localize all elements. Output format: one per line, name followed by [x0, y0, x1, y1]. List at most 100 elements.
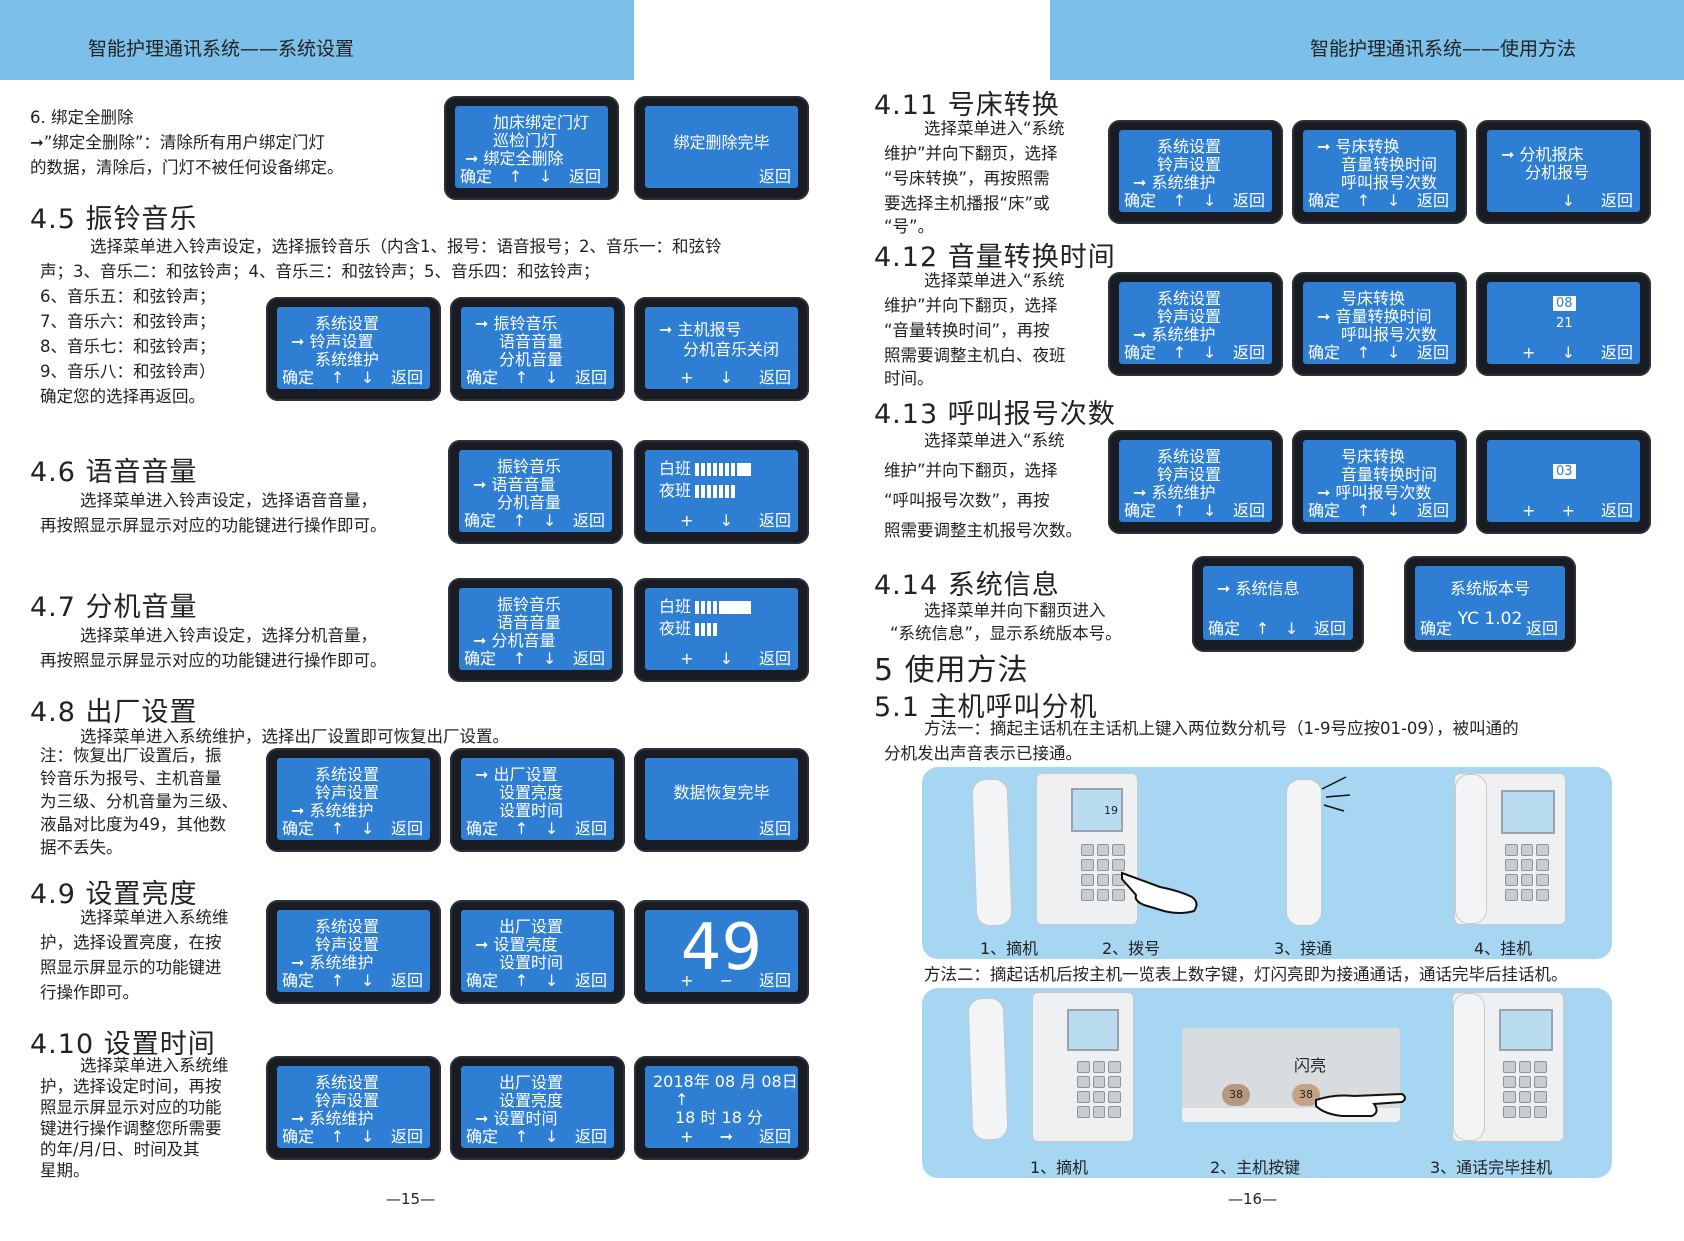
section-text: 选择菜单并向下翻页进入: [924, 601, 1106, 620]
up-arrow-icon: ↑: [514, 1127, 529, 1146]
section-text: 确定您的选择再返回。: [40, 387, 205, 406]
section-text: 维护”并向下翻页，选择: [884, 461, 1058, 480]
down-arrow-icon: ↓: [719, 368, 733, 387]
menu-item: 号床转换: [1341, 289, 1406, 308]
menu-item: 系统设置: [1157, 289, 1222, 308]
menu-item: 设置时间: [499, 801, 564, 820]
menu-item: 铃声设置: [315, 1091, 380, 1110]
section-text: 选择菜单进入“系统: [924, 271, 1065, 290]
handset-icon: [1453, 993, 1485, 1141]
back-label: 返回: [1600, 191, 1633, 210]
up-arrow-icon: ↑: [1356, 343, 1371, 362]
call-count-value: 03: [1553, 464, 1576, 479]
ok-label: 确定: [282, 368, 315, 387]
section-text: 选择菜单进入铃声设定，选择分机音量，: [80, 626, 377, 645]
volume-bar: [695, 463, 736, 476]
section-title-4-13: 4.13 呼叫报号次数: [874, 399, 1116, 430]
up-arrow-icon: ↑: [1172, 343, 1187, 362]
menu-item: 分机音量: [497, 493, 562, 512]
plus-icon: +: [1522, 501, 1536, 520]
console-button-lit: 38: [1292, 1084, 1320, 1106]
lcd-screen: ➞ 系统信息 确定↑↓返回: [1192, 556, 1364, 652]
menu-item: 系统维护: [315, 350, 380, 369]
down-arrow-icon: ↓: [1202, 191, 1217, 210]
down-arrow-icon: ↓: [360, 971, 375, 990]
section-text: 选择菜单进入“系统: [924, 119, 1065, 138]
version-number: YC 1.02: [1457, 609, 1523, 629]
back-label: 返回: [1416, 191, 1449, 210]
menu-item: 铃声设置: [1157, 465, 1222, 484]
back-label: 返回: [1313, 619, 1346, 638]
back-label: 返回: [568, 167, 601, 186]
back-label: 返回: [1232, 501, 1265, 520]
section-text: 照需要调整主机报号次数。: [884, 521, 1082, 540]
menu-item: 系统设置: [315, 1073, 380, 1092]
lcd-screen: ➞ 主机报号 分机音乐关闭 +↓返回: [634, 297, 809, 401]
method-two-text: 方法二：摘起话机后按主机一览表上数字键，灯闪亮即为接通通话，通话完毕后挂话机。: [924, 965, 1568, 984]
menu-item: 系统设置: [1157, 447, 1222, 466]
section-text: 行操作即可。: [40, 983, 139, 1002]
menu-item: 分机音乐关闭: [683, 340, 780, 359]
down-arrow-icon: ↓: [542, 511, 557, 530]
ok-label: 确定: [282, 1127, 315, 1146]
ok-label: 确定: [282, 819, 315, 838]
menu-item-selected: ➞ 呼叫报号次数: [1317, 483, 1432, 502]
section-text: 液晶对比度为49，其他数: [40, 815, 226, 834]
up-arrow-icon: ↑: [1255, 619, 1270, 638]
keypad-icon: [1503, 1061, 1547, 1118]
time-display: 18 时 18 分: [675, 1108, 763, 1127]
menu-item: 铃声设置: [315, 935, 380, 954]
section-text: 注：恢复出厂设置后，振: [40, 746, 222, 765]
back-label: 返回: [1525, 619, 1558, 638]
step-caption: 1、摘机: [980, 939, 1039, 958]
delete-binding-line-1: ➞”绑定全删除”：清除所有用户绑定门灯: [30, 133, 325, 152]
section-title-4-5: 4.5 振铃音乐: [30, 204, 198, 235]
ok-label: 确定: [1124, 191, 1157, 210]
section-title-4-10: 4.10 设置时间: [30, 1029, 216, 1060]
night-volume-row: 夜班: [659, 482, 736, 500]
section-text: 照需要调整主机白、夜班: [884, 346, 1066, 365]
lcd-screen: 03 ++返回: [1476, 430, 1651, 534]
ok-label: 确定: [1208, 619, 1241, 638]
down-arrow-icon: ↓: [1561, 191, 1575, 210]
back-label: 返回: [1600, 343, 1633, 362]
section-title-4-11: 4.11 号床转换: [874, 90, 1060, 121]
handset-icon: [1286, 779, 1322, 926]
section-text: 照显示屏显示的功能键进: [40, 958, 222, 977]
down-arrow-icon: ↓: [1202, 343, 1217, 362]
section-text: 选择菜单进入系统维护，选择出厂设置即可恢复出厂设置。: [80, 727, 509, 746]
section-text: 9、音乐八：和弦铃声）: [40, 362, 216, 381]
phone-lcd: [1499, 1009, 1553, 1051]
menu-item-selected: ➞ 系统维护: [291, 801, 374, 820]
up-arrow-icon: ↑: [330, 1127, 345, 1146]
menu-item-selected: ➞ 系统维护: [291, 953, 374, 972]
menu-item: 系统设置: [1157, 137, 1222, 156]
back-label: 返回: [758, 167, 791, 186]
menu-item: 语音音量: [497, 613, 562, 632]
menu-item-selected: ➞ 系统维护: [291, 1109, 374, 1128]
menu-item-selected: ➞ 音量转换时间: [1317, 307, 1432, 326]
lcd-screen: 08 21 +↓返回: [1476, 272, 1651, 376]
down-arrow-icon: ↓: [360, 368, 375, 387]
down-arrow-icon: ↓: [360, 1127, 375, 1146]
menu-item-selected: ➞ 设置亮度: [475, 935, 558, 954]
section-title-4-9: 4.9 设置亮度: [30, 879, 198, 910]
lcd-screen: 出厂设置 ➞ 设置亮度 设置时间 确定↑↓返回: [450, 900, 625, 1004]
lcd-screen: 系统设置 铃声设置 ➞ 系统维护 确定↑↓返回: [1108, 120, 1283, 224]
section-text: 选择菜单进入系统维: [80, 908, 229, 927]
section-text: 为三级、分机音量为三级、: [40, 792, 238, 811]
ok-label: 确定: [466, 1127, 499, 1146]
section-text: 6、音乐五：和弦铃声；: [40, 287, 216, 306]
usage-photo-method-two: 闪亮 38 38 1、摘机 2、主机按键 3、通话完毕挂机: [922, 988, 1612, 1178]
up-arrow-icon: ↑: [1356, 501, 1371, 520]
volume-bar: [695, 485, 736, 498]
menu-item-selected: ➞ 出厂设置: [475, 765, 558, 784]
menu-item: 铃声设置: [1157, 307, 1222, 326]
day-volume-row: 白班: [659, 460, 752, 478]
back-label: 返回: [390, 819, 423, 838]
back-label: 返回: [572, 511, 605, 530]
lcd-screen: 绑定删除完毕 返回: [634, 96, 809, 200]
section-title-4-14: 4.14 系统信息: [874, 570, 1060, 601]
left-header-title: 智能护理通讯系统——系统设置: [88, 38, 355, 60]
ok-label: 确定: [1420, 619, 1453, 638]
